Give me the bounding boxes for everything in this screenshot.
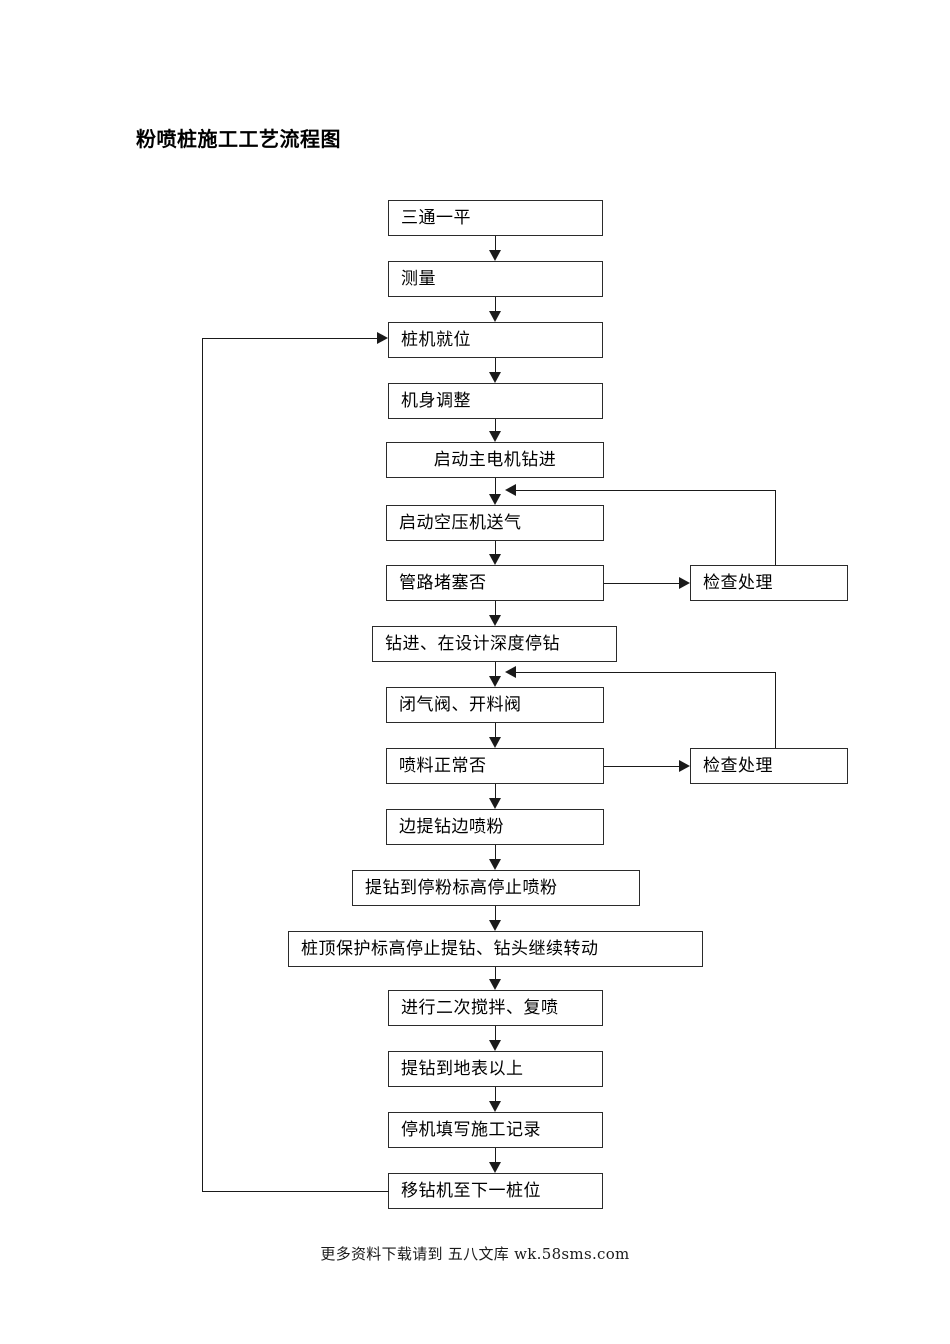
connector-n6-n7-line <box>495 541 496 554</box>
flow-node-jian-cha-chu-li-1[interactable]: 检查处理 <box>690 565 848 601</box>
connector-s1-feedback-arrow <box>505 484 516 496</box>
connector-n7-n8-line <box>495 601 496 615</box>
connector-n10-s2-arrow <box>679 760 690 772</box>
connector-n10-n11-line <box>495 784 496 798</box>
connector-n13-n14-line <box>495 967 496 979</box>
connector-loopback-top-hline <box>202 338 377 339</box>
connector-s2-feedback-hline <box>516 672 776 673</box>
flow-node-qi-dong-zhu-dian-ji-zuan-jin[interactable]: 启动主电机钻进 <box>386 442 604 478</box>
connector-n13-n14-arrow <box>489 979 501 990</box>
connector-n10-s2-line <box>604 766 679 767</box>
flow-node-ji-shen-tiao-zheng[interactable]: 机身调整 <box>388 383 603 419</box>
flow-node-ti-zuan-di-biao[interactable]: 提钻到地表以上 <box>388 1051 603 1087</box>
page-title: 粉喷桩施工工艺流程图 <box>136 127 341 151</box>
connector-n16-n17-line <box>495 1148 496 1162</box>
connector-n2-n3-line <box>495 297 496 311</box>
connector-s2-feedback-vline <box>775 672 776 748</box>
flow-node-zuan-jin-ting-zuan[interactable]: 钻进、在设计深度停钻 <box>372 626 617 662</box>
connector-s1-feedback-vline <box>775 490 776 565</box>
footer-note: 更多资料下载请到 五八文库 wk.58sms.com <box>320 1245 630 1263</box>
connector-loopback-vline <box>202 338 203 1192</box>
connector-n6-n7-arrow <box>489 554 501 565</box>
flow-node-guan-lu-du-sai-fou[interactable]: 管路堵塞否 <box>386 565 604 601</box>
connector-n11-n12-arrow <box>489 859 501 870</box>
flow-node-san-tong-yi-ping[interactable]: 三通一平 <box>388 200 603 236</box>
flow-node-zhuang-ding-bao-hu[interactable]: 桩顶保护标高停止提钻、钻头继续转动 <box>288 931 703 967</box>
flow-node-bi-qi-fa-kai-liao-fa[interactable]: 闭气阀、开料阀 <box>386 687 604 723</box>
connector-n3-n4-arrow <box>489 372 501 383</box>
connector-n8-n9-line <box>495 662 496 676</box>
flow-node-bian-ti-zuan-bian-pen-fen[interactable]: 边提钻边喷粉 <box>386 809 604 845</box>
flow-node-ting-ji-tian-xie-ji-lu[interactable]: 停机填写施工记录 <box>388 1112 603 1148</box>
connector-n10-n11-arrow <box>489 798 501 809</box>
connector-n7-n8-arrow <box>489 615 501 626</box>
connector-n4-n5-line <box>495 419 496 431</box>
connector-n7-s1-arrow <box>679 577 690 589</box>
connector-n4-n5-arrow <box>489 431 501 442</box>
connector-loopback-bottom-hline <box>202 1191 389 1192</box>
connector-n9-n10-arrow <box>489 737 501 748</box>
connector-n7-s1-line <box>604 583 679 584</box>
connector-n3-n4-line <box>495 358 496 372</box>
connector-n15-n16-arrow <box>489 1101 501 1112</box>
connector-n14-n15-arrow <box>489 1040 501 1051</box>
flow-node-qi-dong-kong-ya-ji-song-qi[interactable]: 启动空压机送气 <box>386 505 604 541</box>
connector-n5-n6-line <box>495 478 496 494</box>
connector-loopback-arrow <box>377 332 388 344</box>
flow-node-zhuang-ji-jiu-wei[interactable]: 桩机就位 <box>388 322 603 358</box>
connector-n8-n9-arrow <box>489 676 501 687</box>
connector-s1-feedback-hline <box>516 490 776 491</box>
flow-node-ce-liang[interactable]: 测量 <box>388 261 603 297</box>
connector-n1-n2-line <box>495 236 496 250</box>
flow-node-er-ci-jiao-ban[interactable]: 进行二次搅拌、复喷 <box>388 990 603 1026</box>
connector-s2-feedback-arrow <box>505 666 516 678</box>
connector-n12-n13-line <box>495 906 496 920</box>
connector-n12-n13-arrow <box>489 920 501 931</box>
connector-n14-n15-line <box>495 1026 496 1040</box>
connector-n5-n6-arrow <box>489 494 501 505</box>
connector-n9-n10-line <box>495 723 496 737</box>
flow-node-ti-zuan-ting-fen[interactable]: 提钻到停粉标高停止喷粉 <box>352 870 640 906</box>
connector-n11-n12-line <box>495 845 496 859</box>
flow-node-pen-liao-zheng-chang-fou[interactable]: 喷料正常否 <box>386 748 604 784</box>
connector-n16-n17-arrow <box>489 1162 501 1173</box>
flow-node-yi-zuan-ji-xia-yi-zhuang-wei[interactable]: 移钻机至下一桩位 <box>388 1173 603 1209</box>
connector-n2-n3-arrow <box>489 311 501 322</box>
connector-n1-n2-arrow <box>489 250 501 261</box>
flow-node-jian-cha-chu-li-2[interactable]: 检查处理 <box>690 748 848 784</box>
connector-n15-n16-line <box>495 1087 496 1101</box>
